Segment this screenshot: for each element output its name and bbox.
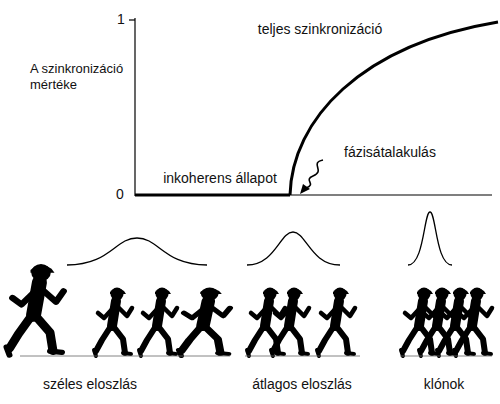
narrow-distribution [408,212,452,265]
annotation: fázisátalakulás [344,144,436,162]
sync-curve [290,22,498,195]
axis-value: 1 [117,11,125,29]
arrow-head [300,184,310,194]
group-caption: átlagos eloszlás [252,376,352,394]
ground-line [400,356,492,357]
ground-line [245,356,360,357]
axis-value: 0 [116,186,124,204]
group-caption: széles eloszlás [43,376,137,394]
curve-label: teljes szinkronizáció [258,21,383,39]
y-axis [134,18,135,196]
wide-distribution [67,238,207,265]
state-label: inkoherens állapot [163,170,277,188]
axis-tick [129,19,135,20]
x-axis [135,194,492,195]
runner-figures [7,264,493,356]
ground-line [20,356,230,357]
medium-distribution [247,232,340,265]
axis-title: A szinkronizáció mértéke [30,61,130,94]
group-caption: klónok [424,376,464,394]
incoherent-line [135,194,290,197]
squiggle-arrow [306,160,323,188]
